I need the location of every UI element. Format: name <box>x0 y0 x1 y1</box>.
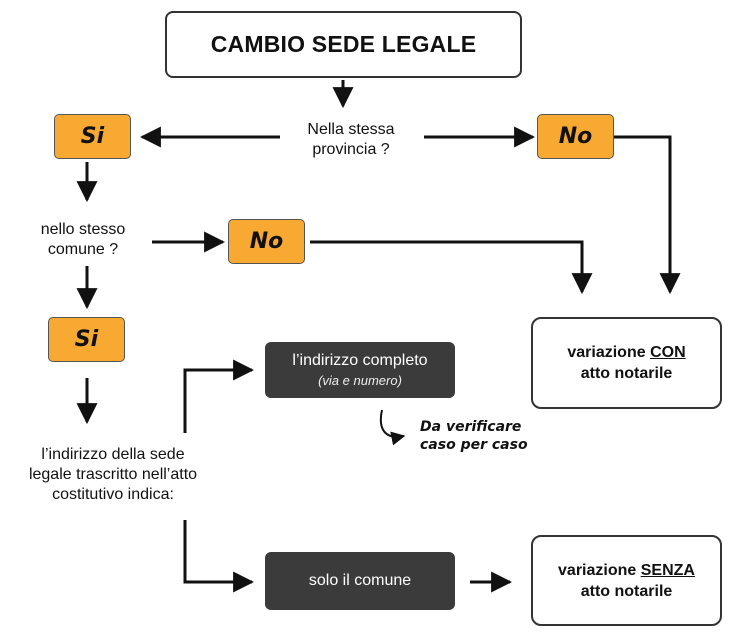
result-with-notary-prefix: variazione <box>567 344 651 361</box>
option-full-address: l’indirizzo completo (via e numero) <box>265 342 455 398</box>
note-verify: Da verificare caso per caso <box>420 419 528 453</box>
arrow-to-note <box>379 409 406 446</box>
result-without-notary-key: SENZA <box>640 561 695 579</box>
result-with-notary-line-2: atto notarile <box>580 365 673 382</box>
arrow-to-full-address <box>183 359 255 433</box>
option-full-address-sub: (via e numero) <box>318 373 402 388</box>
arrow-to-only-comune <box>183 520 255 593</box>
answer-si-1: Si <box>54 114 131 159</box>
option-full-address-label: l’indirizzo completo <box>292 352 428 369</box>
answer-si-2-label: Si <box>74 327 99 352</box>
answer-no-2: No <box>228 219 305 264</box>
answer-no-1-label: No <box>558 124 593 149</box>
result-with-notary: variazione CON atto notarile <box>531 317 722 409</box>
option-only-comune: solo il comune <box>265 552 455 610</box>
arrow-no-1-to-con <box>614 135 681 295</box>
result-without-notary: variazione SENZA atto notarile <box>531 535 722 626</box>
result-without-notary-line-2: atto notarile <box>580 582 673 600</box>
answer-si-1-label: Si <box>80 124 105 149</box>
page-title: CAMBIO SEDE LEGALE <box>165 11 522 78</box>
answer-no-1: No <box>537 114 614 159</box>
result-without-notary-prefix: variazione <box>558 561 641 579</box>
result-with-notary-line-1: variazione CON <box>567 342 685 363</box>
question-address: l’indirizzo della sede legale trascritto… <box>28 446 198 503</box>
result-with-notary-key: CON <box>650 344 686 361</box>
answer-no-2-label: No <box>249 229 284 254</box>
result-without-notary-line-1: variazione SENZA <box>558 560 695 581</box>
answer-si-2: Si <box>48 317 125 362</box>
question-same-province: Nella stessa provincia ? <box>307 121 395 158</box>
title-text: CAMBIO SEDE LEGALE <box>210 31 477 57</box>
arrow-no-2-to-con <box>310 240 593 295</box>
option-only-comune-label: solo il comune <box>308 572 412 589</box>
question-same-comune: nello stesso comune ? <box>40 221 126 258</box>
